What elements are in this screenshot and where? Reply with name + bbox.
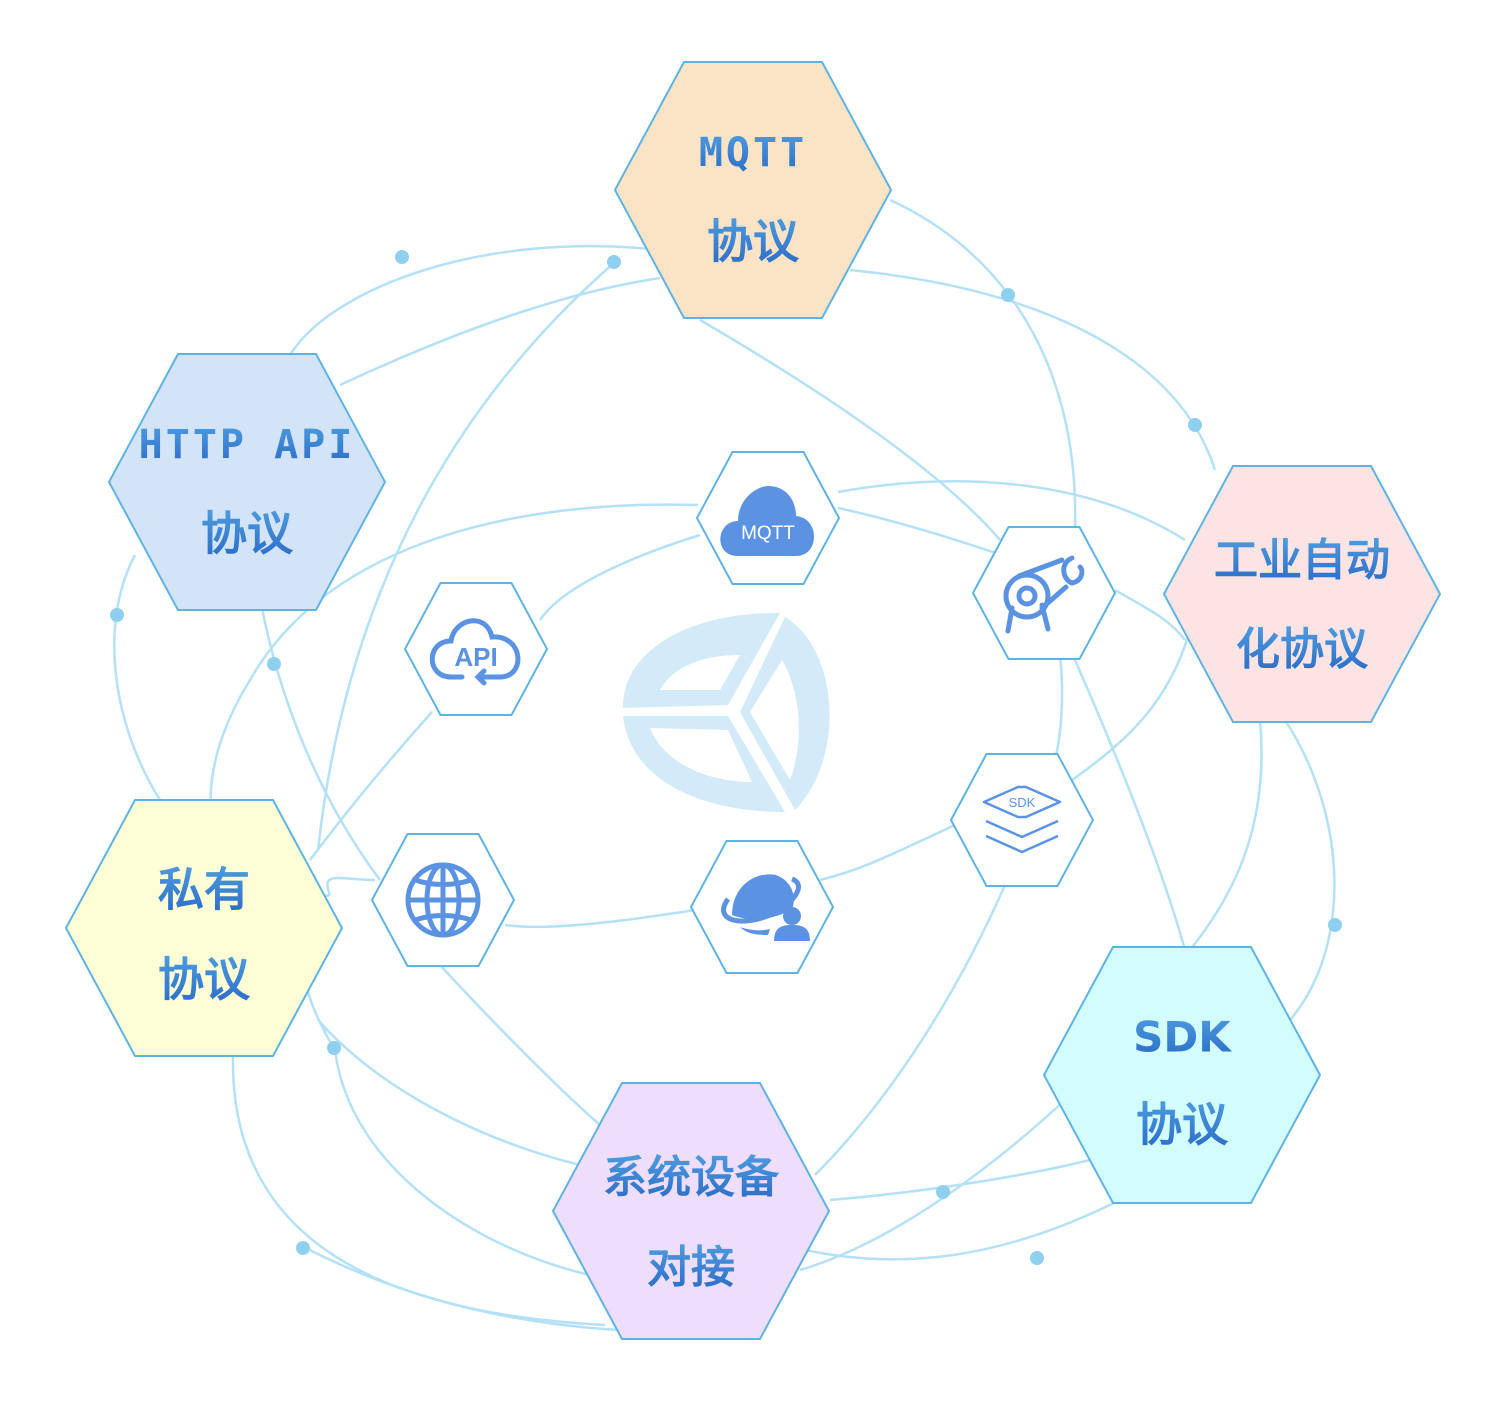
network-line	[113, 554, 162, 801]
sdk-stack-icon: SDK	[982, 785, 1062, 854]
mqtt-cloud-icon: MQTT	[720, 486, 814, 556]
icon-node-sdk-stack: SDK	[949, 753, 1095, 887]
hexagon-shape	[1042, 946, 1322, 1204]
protocol-node-mqtt: MQTT 协议	[613, 61, 893, 319]
protocol-label-line: 协议	[1136, 1098, 1229, 1152]
network-line	[1283, 719, 1336, 1021]
icon-label: API	[454, 642, 497, 672]
hexagon-shape	[64, 799, 344, 1057]
network-line	[1189, 719, 1263, 951]
logo-segment-right	[740, 617, 830, 810]
network-dot	[1001, 288, 1015, 302]
network-line	[333, 1049, 591, 1277]
network-line	[1053, 654, 1064, 761]
logo-segment-top	[622, 612, 780, 708]
network-line	[819, 823, 956, 882]
globe-icon	[405, 862, 481, 938]
network-line	[439, 964, 601, 1126]
network-line	[538, 533, 701, 621]
network-dot	[327, 1041, 341, 1055]
planet-user-icon	[721, 874, 810, 941]
network-dot	[296, 1241, 310, 1255]
protocol-label-line: 对接	[647, 1242, 735, 1293]
network-line	[799, 1099, 1066, 1272]
api-cloud-icon: API	[429, 618, 521, 686]
network-line	[288, 244, 661, 356]
protocol-node-sdk: SDK 协议	[1042, 946, 1322, 1204]
protocol-label-line: 工业自动	[1214, 535, 1390, 586]
network-line	[889, 198, 1077, 531]
icon-label: SDK	[1009, 795, 1036, 810]
network-dot	[607, 255, 621, 269]
network-line	[316, 261, 616, 851]
protocol-label-line: SDK	[1133, 1013, 1232, 1062]
network-line	[260, 607, 382, 881]
protocol-node-http: HTTP API 协议	[107, 353, 387, 611]
network-line	[837, 480, 1186, 542]
protocol-label-line: 协议	[158, 953, 251, 1007]
icon-node-globe	[370, 833, 516, 967]
network-line	[849, 268, 1217, 471]
network-dot	[1328, 918, 1342, 932]
network-line	[504, 908, 696, 929]
network-dot	[1188, 418, 1202, 432]
protocol-label-line: 系统设备	[603, 1152, 780, 1203]
protocol-label-line: 协议	[201, 507, 294, 561]
network-lines	[113, 198, 1336, 1333]
hexagon-shape	[971, 526, 1117, 660]
network-dot	[1030, 1251, 1044, 1265]
hexagon-shape	[949, 753, 1095, 887]
icon-node-mqtt-cloud: MQTT	[695, 451, 841, 585]
hexagon-shape	[551, 1082, 831, 1340]
network-line	[1114, 588, 1186, 641]
protocol-label-line: 化协议	[1236, 624, 1369, 675]
network-line	[1064, 629, 1192, 787]
network-line	[339, 276, 661, 387]
network-line	[209, 503, 699, 822]
hexagon-shape	[1162, 465, 1442, 723]
network-line	[814, 884, 1007, 1176]
network-dots	[110, 250, 1342, 1265]
network-dot	[936, 1185, 950, 1199]
protocol-label-line: HTTP API	[139, 422, 356, 468]
icon-hexagons: MQTT SDK API	[370, 451, 1117, 974]
network-dot	[110, 608, 124, 622]
icon-label: MQTT	[741, 523, 795, 544]
network-line	[317, 1019, 581, 1167]
network-line	[1073, 659, 1187, 951]
network-line	[804, 1198, 1121, 1261]
logo-segment-bottom	[623, 716, 785, 812]
icon-node-api-cloud: API	[403, 582, 549, 716]
robot-arm-icon	[1003, 555, 1085, 634]
icon-node-planet-user	[689, 840, 835, 974]
hexagon-shape	[613, 61, 893, 319]
network-dot	[395, 250, 409, 264]
network-line	[309, 711, 433, 861]
network-line	[231, 1054, 606, 1327]
hexagon-shape	[107, 353, 387, 611]
network-line	[829, 1158, 1091, 1202]
network-line	[699, 318, 1001, 541]
network-dot	[267, 657, 281, 671]
protocol-label-line: MQTT	[699, 130, 807, 176]
hexagon-shape	[403, 582, 549, 716]
protocol-label-line: 私有	[158, 863, 250, 917]
icon-node-robot-arm	[971, 526, 1117, 660]
platform-logo	[622, 612, 830, 812]
protocol-label-line: 协议	[707, 215, 800, 269]
